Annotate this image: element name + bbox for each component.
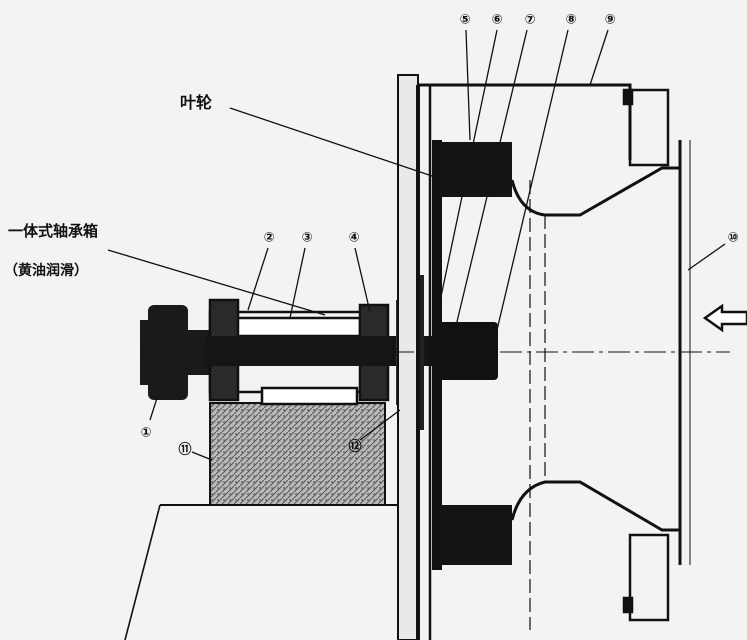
bearing-box-label-line2: （黄油润滑） [4,262,88,279]
callout-2: ② [263,231,274,246]
bearing-box-label-line1: 一体式轴承箱 [8,222,98,240]
callout-9: ⑨ [604,13,615,28]
impeller-blades [440,142,512,565]
impeller-backplate [432,140,442,570]
impeller-label: 叶轮 [180,93,212,112]
callout-10: ⑩ [727,231,738,246]
bearing-support-block [209,402,386,506]
callout-1: ① [140,426,151,441]
callout-4: ④ [348,231,359,246]
callout-7: ⑦ [524,13,535,28]
callout-12: ⑫ [348,439,361,455]
leader-lines [107,29,726,461]
callout-11: ⑪ [178,442,191,458]
inlet-flow-arrow-icon [702,303,747,333]
callout-8: ⑧ [565,13,576,28]
impeller-hub [438,322,498,380]
casing-wall [397,74,632,640]
base-pedestal [124,504,411,640]
inlet-cone [510,166,680,630]
callout-5: ⑤ [459,13,470,28]
callouts: ① ② ③ ④ ⑤ ⑥ ⑦ ⑧ ⑨ ⑩ ⑪ ⑫ [140,13,738,458]
callout-6: ⑥ [491,13,502,28]
callout-3: ③ [301,231,312,246]
